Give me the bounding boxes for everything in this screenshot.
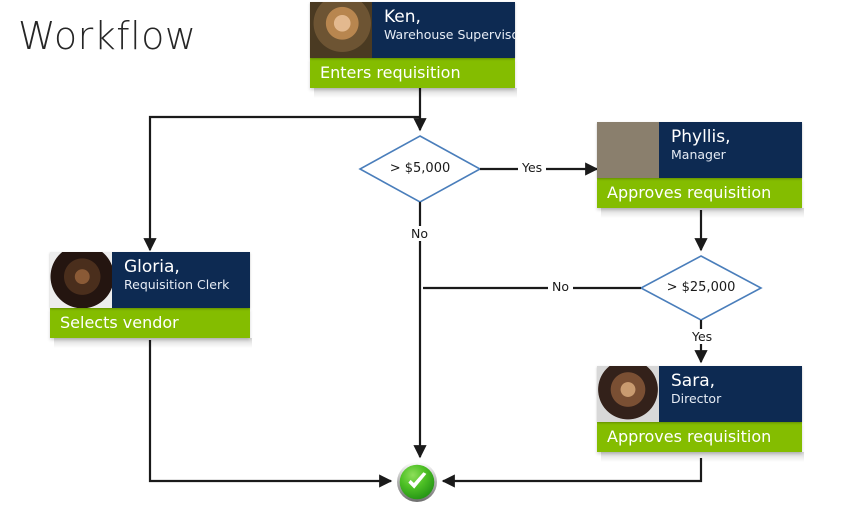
- edge-ken-to-gloria: [143, 115, 420, 252]
- ken-name-block: Ken, Warehouse Supervisor: [372, 2, 515, 58]
- page-title: Workflow: [18, 14, 197, 58]
- phyllis-role: Manager: [671, 147, 726, 163]
- decision1-label: > $5,000: [389, 161, 451, 176]
- edge-label-decision2-no: No: [548, 279, 573, 294]
- ken-action: Enters requisition: [310, 58, 515, 88]
- sara-action: Approves requisition: [597, 422, 802, 452]
- ken-card-header: Ken, Warehouse Supervisor: [310, 2, 515, 58]
- gloria-card-header: Gloria, Requisition Clerk: [50, 252, 250, 308]
- checkmark-circle-icon: [397, 462, 437, 502]
- edge-sara-to-end: [441, 458, 703, 488]
- gloria-action: Selects vendor: [50, 308, 250, 338]
- workflow-node-ken[interactable]: Ken, Warehouse Supervisor Enters requisi…: [310, 2, 517, 98]
- sara-role: Director: [671, 391, 722, 407]
- phyllis-name: Phyllis,: [671, 127, 731, 147]
- ken-name: Ken,: [384, 7, 421, 27]
- edge-label-decision1-no: No: [407, 226, 432, 241]
- phyllis-action: Approves requisition: [597, 178, 802, 208]
- person-photo-gloria: [50, 252, 112, 308]
- sara-card-header: Sara, Director: [597, 366, 802, 422]
- phyllis-card-header: Phyllis, Manager: [597, 122, 802, 178]
- sara-name: Sara,: [671, 371, 716, 391]
- gloria-name: Gloria,: [124, 257, 180, 277]
- edge-label-decision1-yes: Yes: [518, 160, 547, 175]
- gloria-role: Requisition Clerk: [124, 277, 230, 293]
- phyllis-name-block: Phyllis, Manager: [659, 122, 802, 178]
- workflow-node-sara[interactable]: Sara, Director Approves requisition: [597, 366, 804, 462]
- workflow-node-phyllis[interactable]: Phyllis, Manager Approves requisition: [597, 122, 804, 218]
- gloria-name-block: Gloria, Requisition Clerk: [112, 252, 250, 308]
- ken-role: Warehouse Supervisor: [384, 27, 515, 43]
- edge-gloria-to-end: [148, 340, 393, 488]
- workflow-end-node[interactable]: [396, 461, 438, 503]
- workflow-node-gloria[interactable]: Gloria, Requisition Clerk Selects vendor: [50, 252, 252, 348]
- person-photo-ken: [310, 2, 372, 58]
- sara-name-block: Sara, Director: [659, 366, 802, 422]
- decision2-label: > $25,000: [666, 280, 736, 295]
- edge-label-decision2-yes: Yes: [688, 329, 717, 344]
- person-photo-phyllis: [597, 122, 659, 178]
- person-photo-sara: [597, 366, 659, 422]
